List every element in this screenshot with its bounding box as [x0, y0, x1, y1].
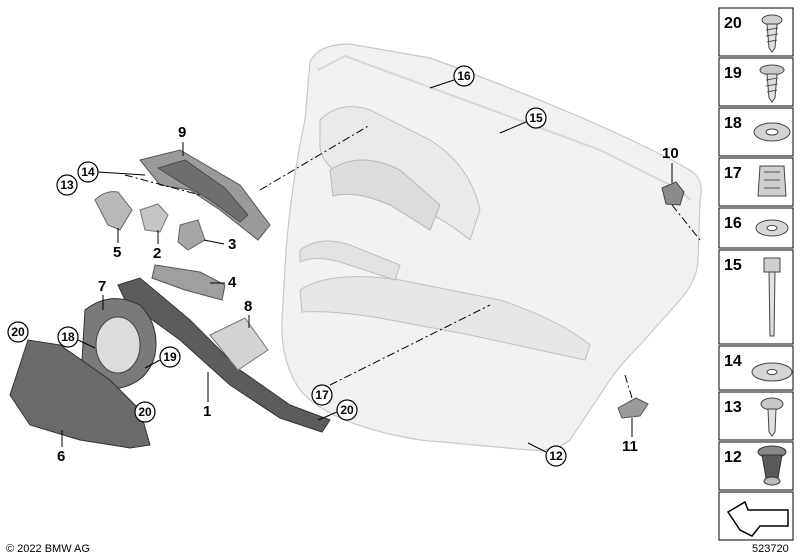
callout-18: 18	[61, 330, 75, 344]
label-part-6: 6	[57, 448, 65, 465]
label-part-8: 8	[244, 298, 252, 315]
label-part-5: 5	[113, 244, 121, 261]
legend-item-16: 16	[724, 215, 742, 232]
part-1-trim-strip	[117, 277, 331, 433]
clip-nut-icon	[757, 165, 787, 197]
expanding-nut-icon	[757, 445, 787, 486]
label-part-11: 11	[622, 438, 638, 455]
star-washer-icon	[755, 219, 789, 237]
callout-13: 13	[60, 178, 74, 192]
torx-screw-icon	[760, 397, 784, 437]
callout-20-middle: 20	[138, 405, 152, 419]
part-5-trim-insert	[94, 191, 133, 231]
legend-item-17: 17	[724, 165, 742, 182]
spring-clip-icon	[753, 122, 791, 142]
legend-item-13: 13	[724, 399, 742, 416]
diagram-number: 523720	[752, 543, 789, 555]
part-labels: 1 2 3 4 5 6 7 8 9 10 11	[57, 124, 679, 465]
label-part-10: 10	[662, 145, 679, 162]
part-3-trim-insert	[177, 219, 206, 251]
label-part-4: 4	[228, 274, 237, 291]
callout-12: 12	[549, 449, 563, 463]
legend-item-12: 12	[724, 449, 742, 466]
part-11-cover-cap	[617, 397, 649, 419]
part-4-trim-piece	[151, 264, 226, 301]
door-trim-panel	[281, 43, 702, 451]
callout-19: 19	[163, 350, 177, 364]
legend-item-14: 14	[724, 353, 742, 370]
callout-14: 14	[81, 165, 95, 179]
part-6-speaker-cover	[9, 339, 151, 449]
legend-item-15: 15	[724, 257, 742, 274]
label-part-3: 3	[228, 236, 236, 253]
callout-16: 16	[457, 69, 471, 83]
legend-item-18: 18	[724, 115, 742, 132]
callout-15: 15	[529, 111, 543, 125]
legend-item-20: 20	[724, 15, 742, 32]
callout-20-right: 20	[340, 403, 354, 417]
screw-icon	[761, 14, 783, 53]
part-2-trim-insert	[139, 203, 169, 233]
callout-17: 17	[315, 388, 329, 402]
label-part-7: 7	[98, 278, 106, 295]
callout-20-left: 20	[11, 325, 25, 339]
copyright-text: © 2022 BMW AG	[6, 543, 90, 555]
part-10-clip	[661, 181, 685, 206]
part-8-cover-panel	[209, 317, 269, 371]
part-9-handle-bezel	[139, 149, 271, 241]
label-part-1: 1	[203, 403, 211, 420]
legend-item-19: 19	[724, 65, 742, 82]
label-part-9: 9	[178, 124, 186, 141]
washer-icon	[751, 362, 793, 382]
assembly-lines	[124, 124, 701, 399]
arrow-icon	[726, 500, 789, 537]
callouts: 12 13 14 15 16 17 18 19 20 20 20	[7, 65, 567, 467]
label-part-2: 2	[153, 245, 161, 262]
expanding-rivet-icon	[763, 257, 781, 337]
fastener-legend: 20 19 18 17 16 15 14 13 12	[718, 7, 794, 541]
flange-screw-icon	[759, 64, 785, 103]
